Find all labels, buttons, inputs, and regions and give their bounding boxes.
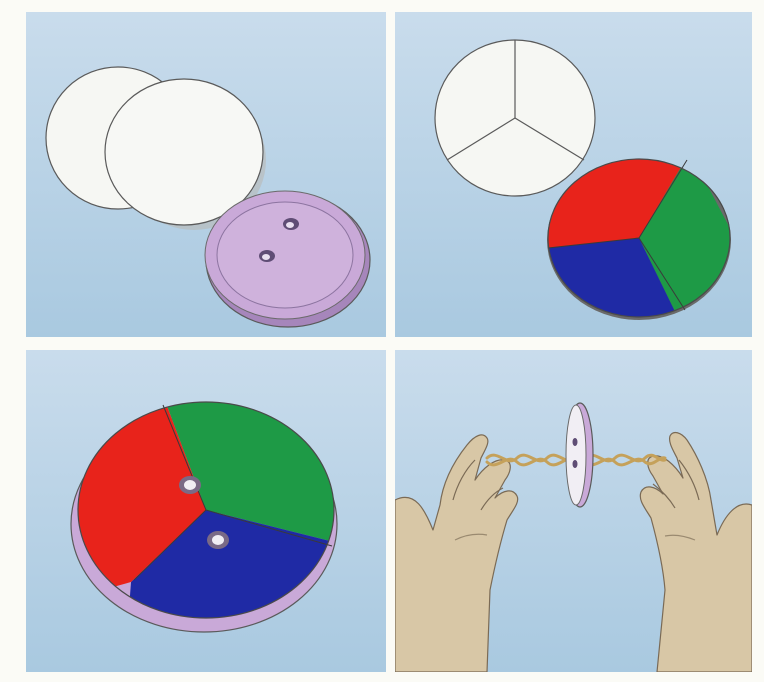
button-icon bbox=[205, 191, 370, 327]
paper-disc-divided-icon bbox=[435, 40, 595, 196]
step-1-illustration bbox=[26, 12, 386, 337]
panel-step-1 bbox=[26, 12, 386, 337]
panel-step-3 bbox=[26, 350, 386, 672]
step-3-illustration bbox=[26, 350, 386, 672]
panel-step-2 bbox=[395, 12, 752, 337]
spinning-disc-icon bbox=[566, 403, 593, 507]
panel-step-4 bbox=[395, 350, 752, 672]
step-4-illustration bbox=[395, 350, 752, 672]
step-2-illustration bbox=[395, 12, 752, 337]
